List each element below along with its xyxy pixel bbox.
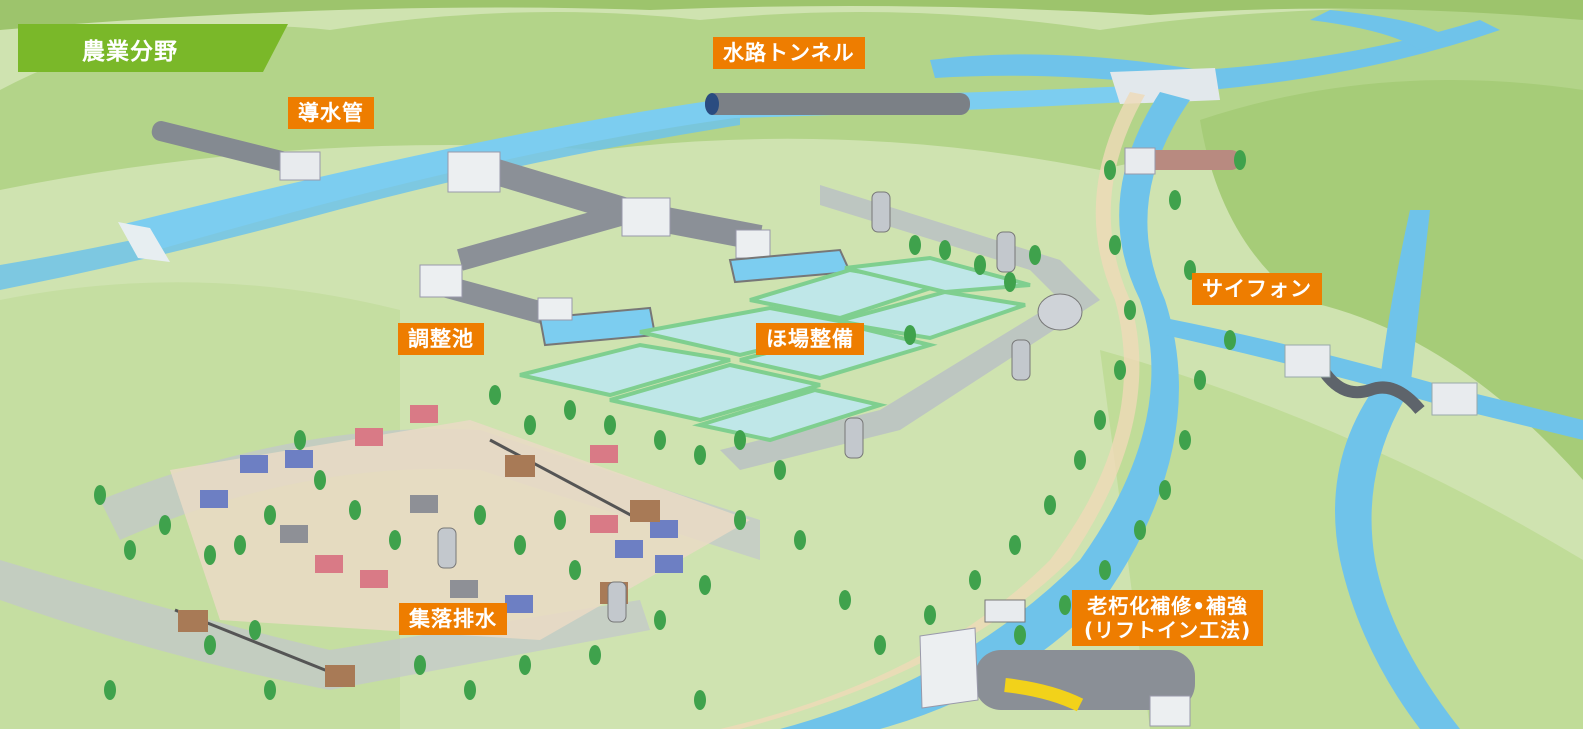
label-shuuraku-haisui: 集落排水 [399,603,507,635]
label-suiro-tunnel: 水路トンネル [713,37,865,69]
label-rehab-line1: 老朽化補修•補強 [1087,594,1249,618]
label-rehab-line2: (リフトイン工法) [1084,618,1252,642]
category-tab-background [18,24,288,72]
label-rehabilitation: 老朽化補修•補強 (リフトイン工法) [1072,590,1264,646]
label-hojou-seibi: ほ場整備 [756,323,864,355]
category-tab: 農業分野 [18,24,288,72]
category-label: 農業分野 [82,39,178,65]
label-siphon: サイフォン [1192,273,1322,305]
label-chouseichi: 調整池 [398,323,484,355]
label-dosuikan: 導水管 [288,97,374,129]
